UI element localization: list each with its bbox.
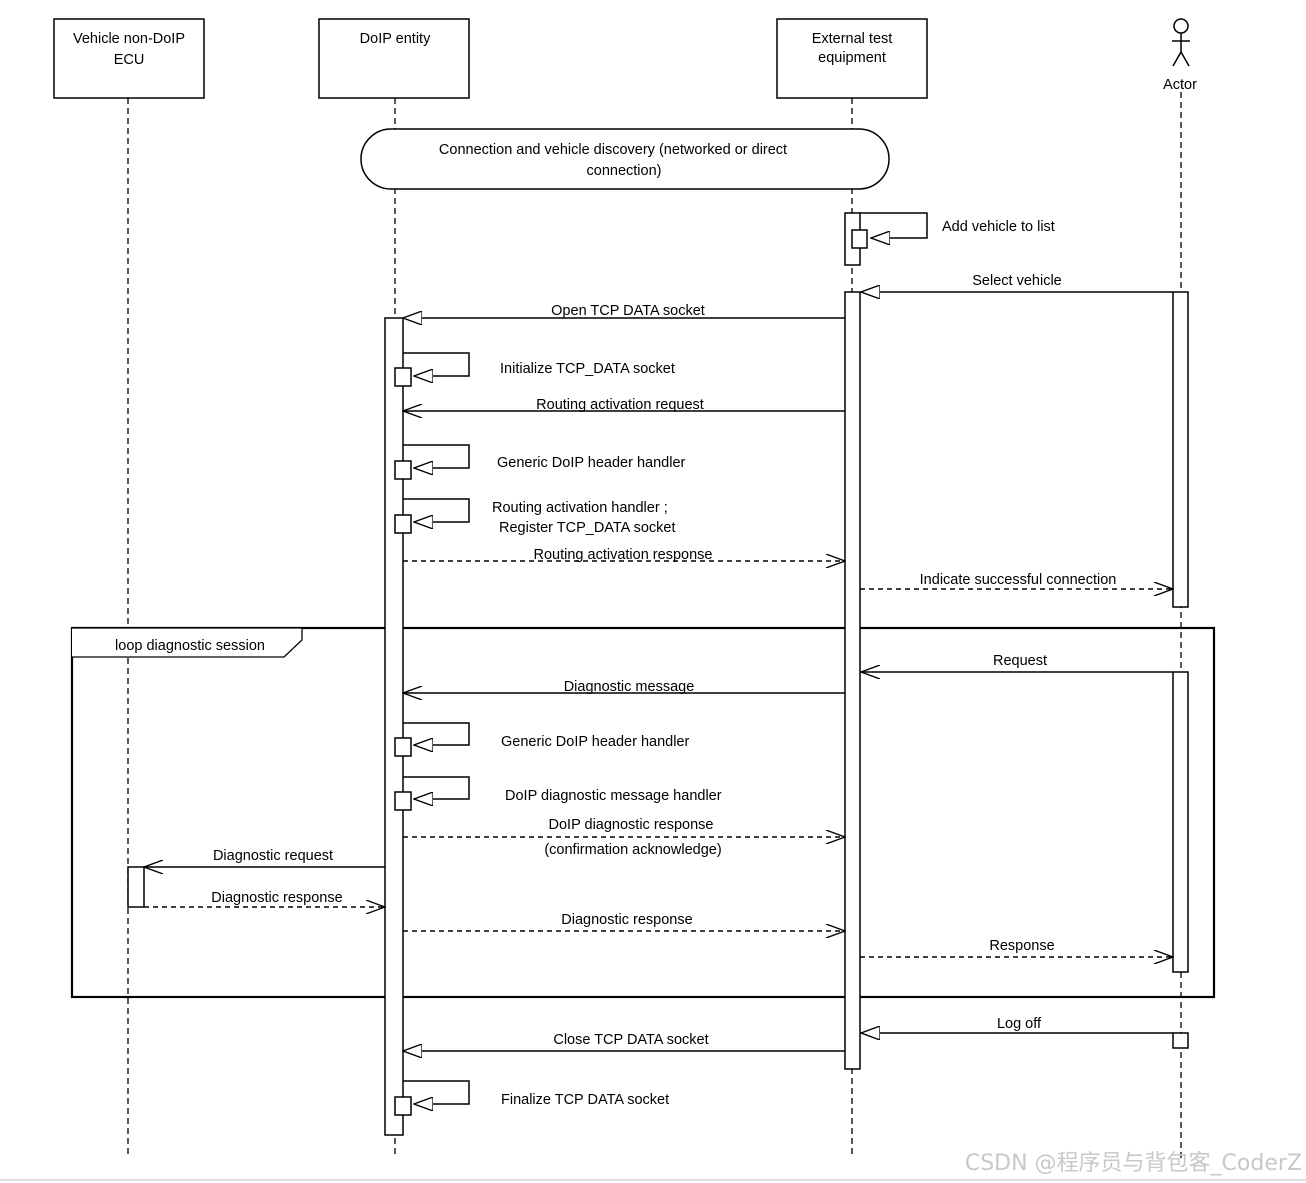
msg-select-vehicle: Select vehicle: [972, 273, 1061, 289]
ref-connection-discovery: Connection and vehicle discovery (networ…: [360, 128, 890, 190]
msg-log-off: Log off: [997, 1016, 1042, 1032]
msg-routing-handler-1: Routing activation handler ;: [492, 500, 668, 516]
msg-init-socket: Initialize TCP_DATA socket: [500, 361, 675, 377]
lifeline-actor-label: Actor: [1163, 77, 1197, 93]
msg-header-handler-2: Generic DoIP header handler: [501, 734, 690, 750]
lifeline-doip: DoIP entity: [318, 18, 470, 99]
msg-diag-response-ack-1: DoIP diagnostic response: [549, 817, 714, 833]
reply-messages: [144, 561, 1173, 957]
msg-open-socket: Open TCP DATA socket: [551, 303, 705, 319]
msg-diag-message-handler: DoIP diagnostic message handler: [505, 788, 722, 804]
ref-line-2: connection): [587, 163, 662, 179]
msg-diagnostic-response-ecu: Diagnostic response: [211, 890, 342, 906]
msg-request: Request: [993, 653, 1047, 669]
msg-diagnostic-message: Diagnostic message: [564, 679, 695, 695]
watermark: CSDN @程序员与背包客_CoderZ: [965, 1151, 1302, 1176]
msg-diagnostic-request: Diagnostic request: [213, 848, 333, 864]
msg-header-handler-1: Generic DoIP header handler: [497, 455, 686, 471]
nested-activations: [394, 229, 868, 1116]
msg-response: Response: [989, 938, 1054, 954]
sync-messages: [144, 292, 1173, 1051]
msg-routing-handler-2: Register TCP_DATA socket: [499, 520, 675, 536]
actor-stick-figure-icon: [1172, 18, 1190, 67]
msg-close-socket: Close TCP DATA socket: [553, 1032, 708, 1048]
ref-line-1: Connection and vehicle discovery (networ…: [439, 142, 787, 158]
msg-finalize-socket: Finalize TCP DATA socket: [501, 1092, 669, 1108]
loop-label: loop diagnostic session: [115, 638, 265, 654]
msg-routing-request: Routing activation request: [536, 397, 704, 413]
msg-diagnostic-response-doip: Diagnostic response: [561, 912, 692, 928]
msg-routing-response: Routing activation response: [534, 547, 713, 563]
lifeline-doip-label: DoIP entity: [360, 31, 431, 47]
msg-diag-response-ack-2: (confirmation acknowledge): [544, 842, 721, 858]
loop-frame: loop diagnostic session: [70, 626, 1216, 999]
msg-indicate-connection: Indicate successful connection: [920, 572, 1117, 588]
msg-add-vehicle: Add vehicle to list: [942, 219, 1055, 235]
self-message-loops: [403, 212, 928, 1104]
